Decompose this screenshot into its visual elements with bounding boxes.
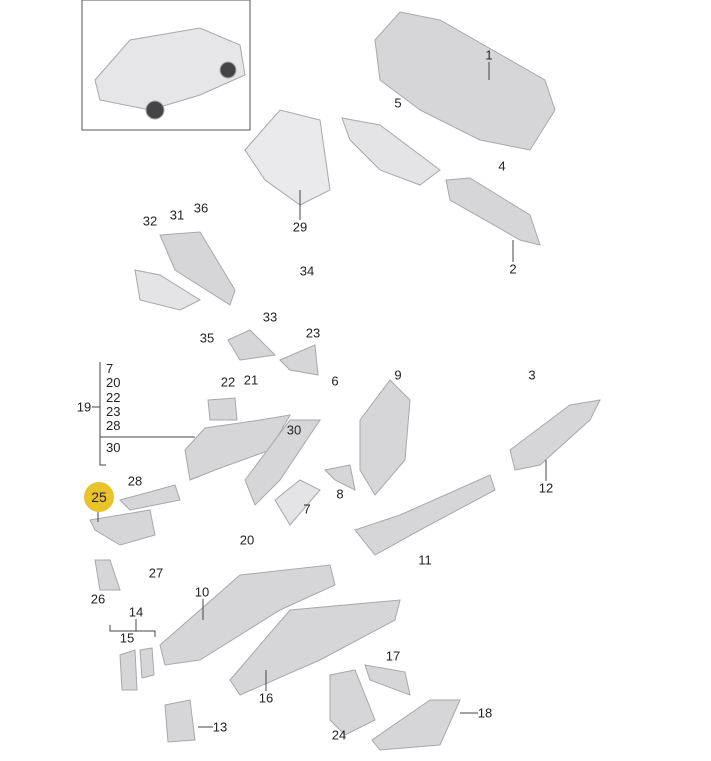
part-28 <box>119 484 181 511</box>
part-5-plate <box>341 117 441 186</box>
callout-27[interactable]: 27 <box>148 565 164 581</box>
callout-17[interactable]: 17 <box>385 648 401 664</box>
vehicle-wheel <box>145 100 165 120</box>
vehicle-thumbnail <box>94 27 246 111</box>
part-8 <box>323 464 356 491</box>
part-31 <box>159 231 236 306</box>
part-25 <box>89 509 156 546</box>
callout-16[interactable]: 16 <box>258 690 274 706</box>
callout-1[interactable]: 1 <box>485 47 493 63</box>
group-19-bracket <box>99 362 106 466</box>
callout-7[interactable]: 7 <box>303 501 311 517</box>
callout-4[interactable]: 4 <box>498 158 506 174</box>
callout-10[interactable]: 10 <box>194 584 210 600</box>
callout-29[interactable]: 29 <box>292 219 308 235</box>
part-2 <box>445 177 541 246</box>
part-13 <box>164 699 196 743</box>
vehicle-wheel <box>219 61 237 79</box>
callout-24[interactable]: 24 <box>331 727 347 743</box>
part-16 <box>229 599 401 696</box>
part-12 <box>509 399 601 471</box>
part-9 <box>359 379 411 496</box>
part-7 <box>274 479 321 526</box>
part-15 <box>119 649 138 691</box>
callout-19[interactable]: 19 <box>76 399 92 415</box>
callout-26[interactable]: 26 <box>90 591 106 607</box>
callout-28[interactable]: 28 <box>127 473 143 489</box>
part-22 <box>207 397 238 421</box>
callout-18[interactable]: 18 <box>477 705 493 721</box>
callout-9[interactable]: 9 <box>394 367 402 383</box>
group-item[interactable]: 23 <box>106 403 121 419</box>
callout-22[interactable]: 22 <box>220 374 236 390</box>
part-32-35 <box>134 269 202 311</box>
callout-8[interactable]: 8 <box>336 486 344 502</box>
highlight-marker <box>84 482 114 512</box>
callout-20[interactable]: 20 <box>239 532 255 548</box>
callout-11[interactable]: 11 <box>418 552 432 568</box>
callout-14[interactable]: 14 <box>128 604 144 620</box>
callout-15[interactable]: 15 <box>119 630 135 646</box>
part-14b <box>139 647 155 679</box>
callout-25[interactable]: 25 <box>91 489 107 505</box>
part-11 <box>354 474 496 556</box>
group-14-bracket <box>109 625 156 637</box>
group-19-list: 7 20 22 23 28 30 <box>106 361 121 456</box>
part-24 <box>329 669 376 736</box>
part-17 <box>364 664 411 696</box>
callout-2[interactable]: 2 <box>509 261 517 277</box>
part-20 <box>244 419 321 506</box>
callout-34[interactable]: 34 <box>299 263 315 279</box>
callout-21[interactable]: 21 <box>243 372 259 388</box>
callout-6[interactable]: 6 <box>331 373 339 389</box>
group-item[interactable]: 28 <box>106 418 121 434</box>
callout-33[interactable]: 33 <box>262 309 278 325</box>
part-19-wheelhouse <box>184 414 291 481</box>
callout-36[interactable]: 36 <box>193 200 209 216</box>
group-item[interactable]: 30 <box>106 440 121 456</box>
callout-31[interactable]: 31 <box>169 207 185 223</box>
part-23 <box>279 344 319 376</box>
part-29 <box>244 109 331 206</box>
callout-3[interactable]: 3 <box>528 367 536 383</box>
part-1 <box>374 11 556 151</box>
group-item[interactable]: 22 <box>106 389 121 405</box>
group-item[interactable]: 20 <box>106 375 121 391</box>
callout-30[interactable]: 30 <box>286 422 302 438</box>
callout-13[interactable]: 13 <box>212 719 228 735</box>
callout-35[interactable]: 35 <box>199 330 215 346</box>
callout-12[interactable]: 12 <box>538 480 554 496</box>
part-26-27 <box>94 559 121 591</box>
part-21 <box>227 329 277 361</box>
callout-32[interactable]: 32 <box>142 213 158 229</box>
callout-23[interactable]: 23 <box>305 325 321 341</box>
part-10 <box>159 564 336 666</box>
part-18 <box>371 699 461 751</box>
group-item[interactable]: 7 <box>106 361 114 376</box>
callout-5[interactable]: 5 <box>394 95 402 111</box>
